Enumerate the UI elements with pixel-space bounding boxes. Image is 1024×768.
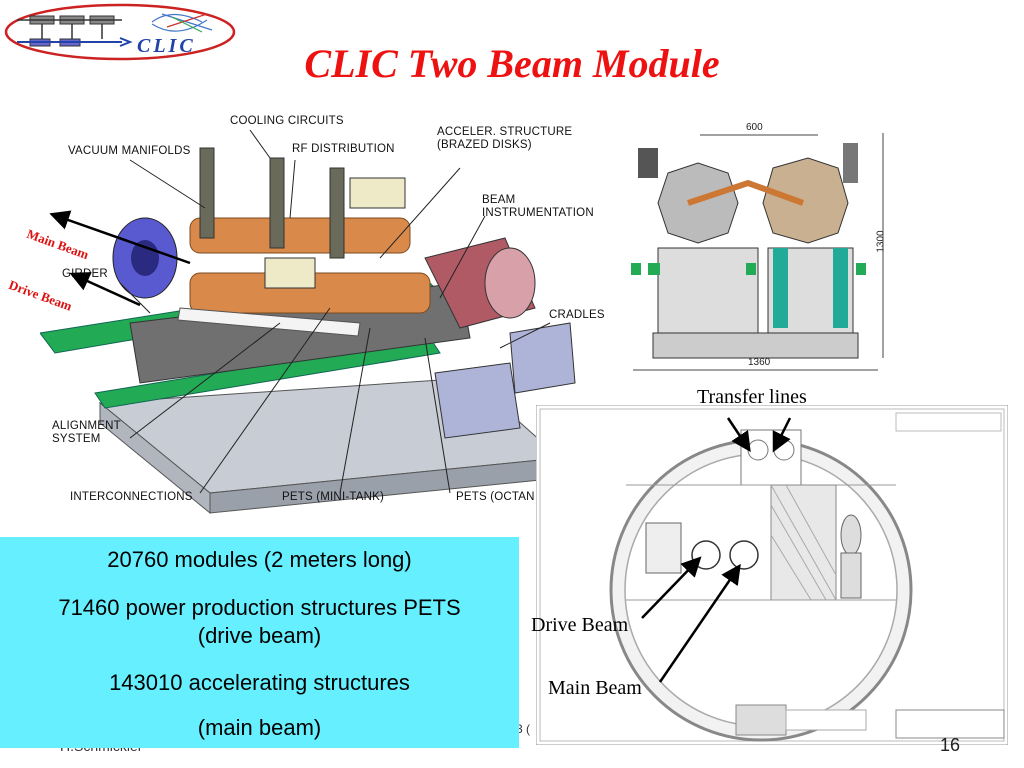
dim-1300: 1300 xyxy=(875,230,887,253)
dim-1360: 1360 xyxy=(748,357,771,368)
label-interconnections: INTERCONNECTIONS xyxy=(70,491,193,503)
accelerating-note: (main beam) xyxy=(197,715,322,740)
label-pets-octan: PETS (OCTAN xyxy=(456,491,535,503)
drive-beam-tunnel-arrow xyxy=(641,556,702,619)
label-pets-mini-tank: PETS (MINI-TANK) xyxy=(282,491,385,503)
transfer-lines-label: Transfer lines xyxy=(697,386,807,408)
pets-note: (drive beam) xyxy=(197,623,322,648)
slide-title: CLIC Two Beam Module xyxy=(304,41,720,86)
logo-text: CLIC xyxy=(137,35,196,57)
pets-count: 71460 power production structures PETS xyxy=(58,595,461,620)
page-number: 16 xyxy=(940,735,961,755)
label-beam-instrumentation: BEAM INSTRUMENTATION xyxy=(482,194,594,219)
label-cooling-circuits: COOLING CIRCUITS xyxy=(230,115,344,127)
drive-beam-arrow xyxy=(69,272,141,307)
tunnel-drive-beam-label: Drive Beam xyxy=(531,614,629,636)
footer-fragment: 3 ( xyxy=(516,722,531,736)
tunnel-drawing xyxy=(536,405,1008,745)
label-vacuum-manifolds: VACUUM MANIFOLDS xyxy=(68,145,191,157)
cross-section-view xyxy=(628,118,898,386)
transfer-line-arrow-left xyxy=(726,417,751,453)
statistics-box: 20760 modules (2 meters long) 71460 powe… xyxy=(0,537,519,748)
module-illustration xyxy=(40,129,576,515)
main-beam-tunnel-arrow xyxy=(658,563,741,683)
tunnel-main-beam-label: Main Beam xyxy=(548,677,642,699)
modules-count: 20760 modules (2 meters long) xyxy=(107,547,412,572)
main-beam-arrow xyxy=(49,210,191,265)
label-cradles: CRADLES xyxy=(549,309,605,321)
label-acceler-structure: ACCELER. STRUCTURE (BRAZED DISKS) xyxy=(437,126,573,151)
label-alignment-system: ALIGNMENT SYSTEM xyxy=(52,420,121,445)
beam-arrows xyxy=(49,210,191,307)
clic-logo: CLIC xyxy=(2,2,238,62)
logo-graphic xyxy=(4,3,236,61)
accelerating-count: 143010 accelerating structures xyxy=(109,670,410,695)
tunnel-arrows xyxy=(641,417,792,683)
transfer-line-arrow-right xyxy=(772,417,792,453)
label-rf-distribution: RF DISTRIBUTION xyxy=(292,143,395,155)
dim-600: 600 xyxy=(746,122,763,133)
